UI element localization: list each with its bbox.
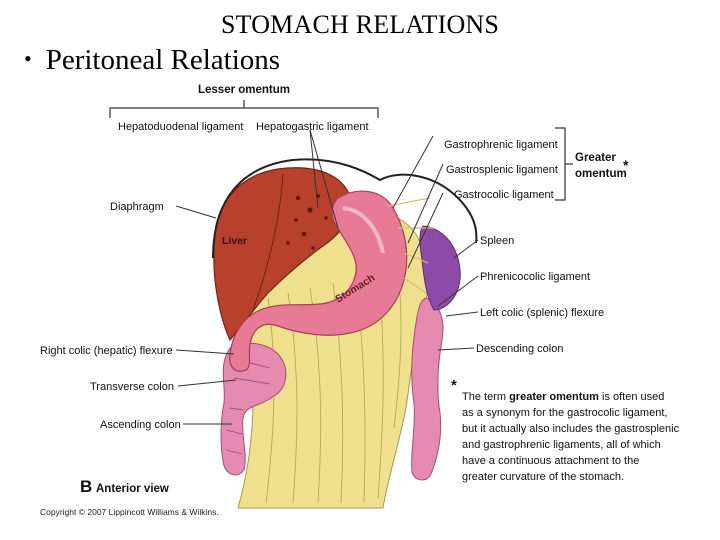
footnote-line-4: and gastrophrenic ligaments, all of whic… [462, 439, 661, 451]
colon-right-side [220, 342, 287, 476]
spleen-shape [419, 225, 461, 311]
lesser-omentum-bracket [109, 100, 379, 118]
footnote-asterisk: * [451, 377, 457, 394]
label-view: Anterior view [96, 483, 169, 495]
label-ascending-colon: Ascending colon [100, 419, 181, 431]
footnote: * The term greater omentum is often used… [451, 377, 680, 483]
footnote-line-3: but it actually also includes the gastro… [462, 423, 680, 435]
label-gastrosplenic: Gastrosplenic ligament [446, 164, 558, 176]
footnote-line-5: have a continuous attachment to the [462, 455, 639, 467]
label-lesser-omentum: Lesser omentum [198, 84, 290, 96]
label-copyright: Copyright © 2007 Lippincott Williams & W… [40, 507, 219, 517]
label-spleen: Spleen [480, 235, 514, 247]
label-hepatoduodenal: Hepatoduodenal ligament [118, 121, 243, 133]
diaphragm-line [212, 158, 478, 259]
liver-shape [213, 167, 352, 342]
footnote-line-6: greater curvature of the stomach. [462, 471, 624, 483]
label-right-colic: Right colic (hepatic) flexure [40, 345, 173, 357]
footnote-line-1: The term greater omentum is often used [462, 391, 664, 403]
label-gastrophrenic: Gastrophrenic ligament [444, 139, 558, 151]
bullet-text: Peritoneal Relations [45, 44, 281, 76]
footnote-line-2: as a synonym for the gastrocolic ligamen… [462, 407, 667, 419]
greater-omentum-bracket [555, 127, 573, 201]
slide-title: STOMACH RELATIONS [220, 10, 500, 39]
label-transverse-colon: Transverse colon [90, 381, 174, 393]
label-phrenicocolic: Phrenicocolic ligament [480, 271, 590, 283]
colon-left-side [411, 297, 444, 481]
bullet-item: • Peritoneal Relations [24, 44, 280, 77]
label-diaphragm: Diaphragm [110, 201, 164, 213]
label-descending-colon: Descending colon [476, 343, 563, 355]
label-greater-omentum-1: Greater [575, 152, 616, 164]
anatomy-figure: Lesser omentum Hepatoduodenal ligament H… [38, 78, 683, 524]
label-hepatogastric: Hepatogastric ligament [256, 121, 369, 133]
label-liver: Liver [222, 235, 247, 247]
label-view-letter: B [80, 477, 92, 496]
leader-lines [175, 129, 479, 425]
label-left-colic: Left colic (splenic) flexure [480, 307, 604, 319]
label-gastrocolic: Gastrocolic ligament [454, 189, 554, 201]
anatomy-illustration: Lesser omentum Hepatoduodenal ligament H… [40, 84, 680, 517]
label-greater-omentum-2: omentum [575, 168, 627, 180]
bullet-dot-icon: • [24, 45, 32, 71]
label-greater-omentum-asterisk: * [623, 157, 629, 173]
